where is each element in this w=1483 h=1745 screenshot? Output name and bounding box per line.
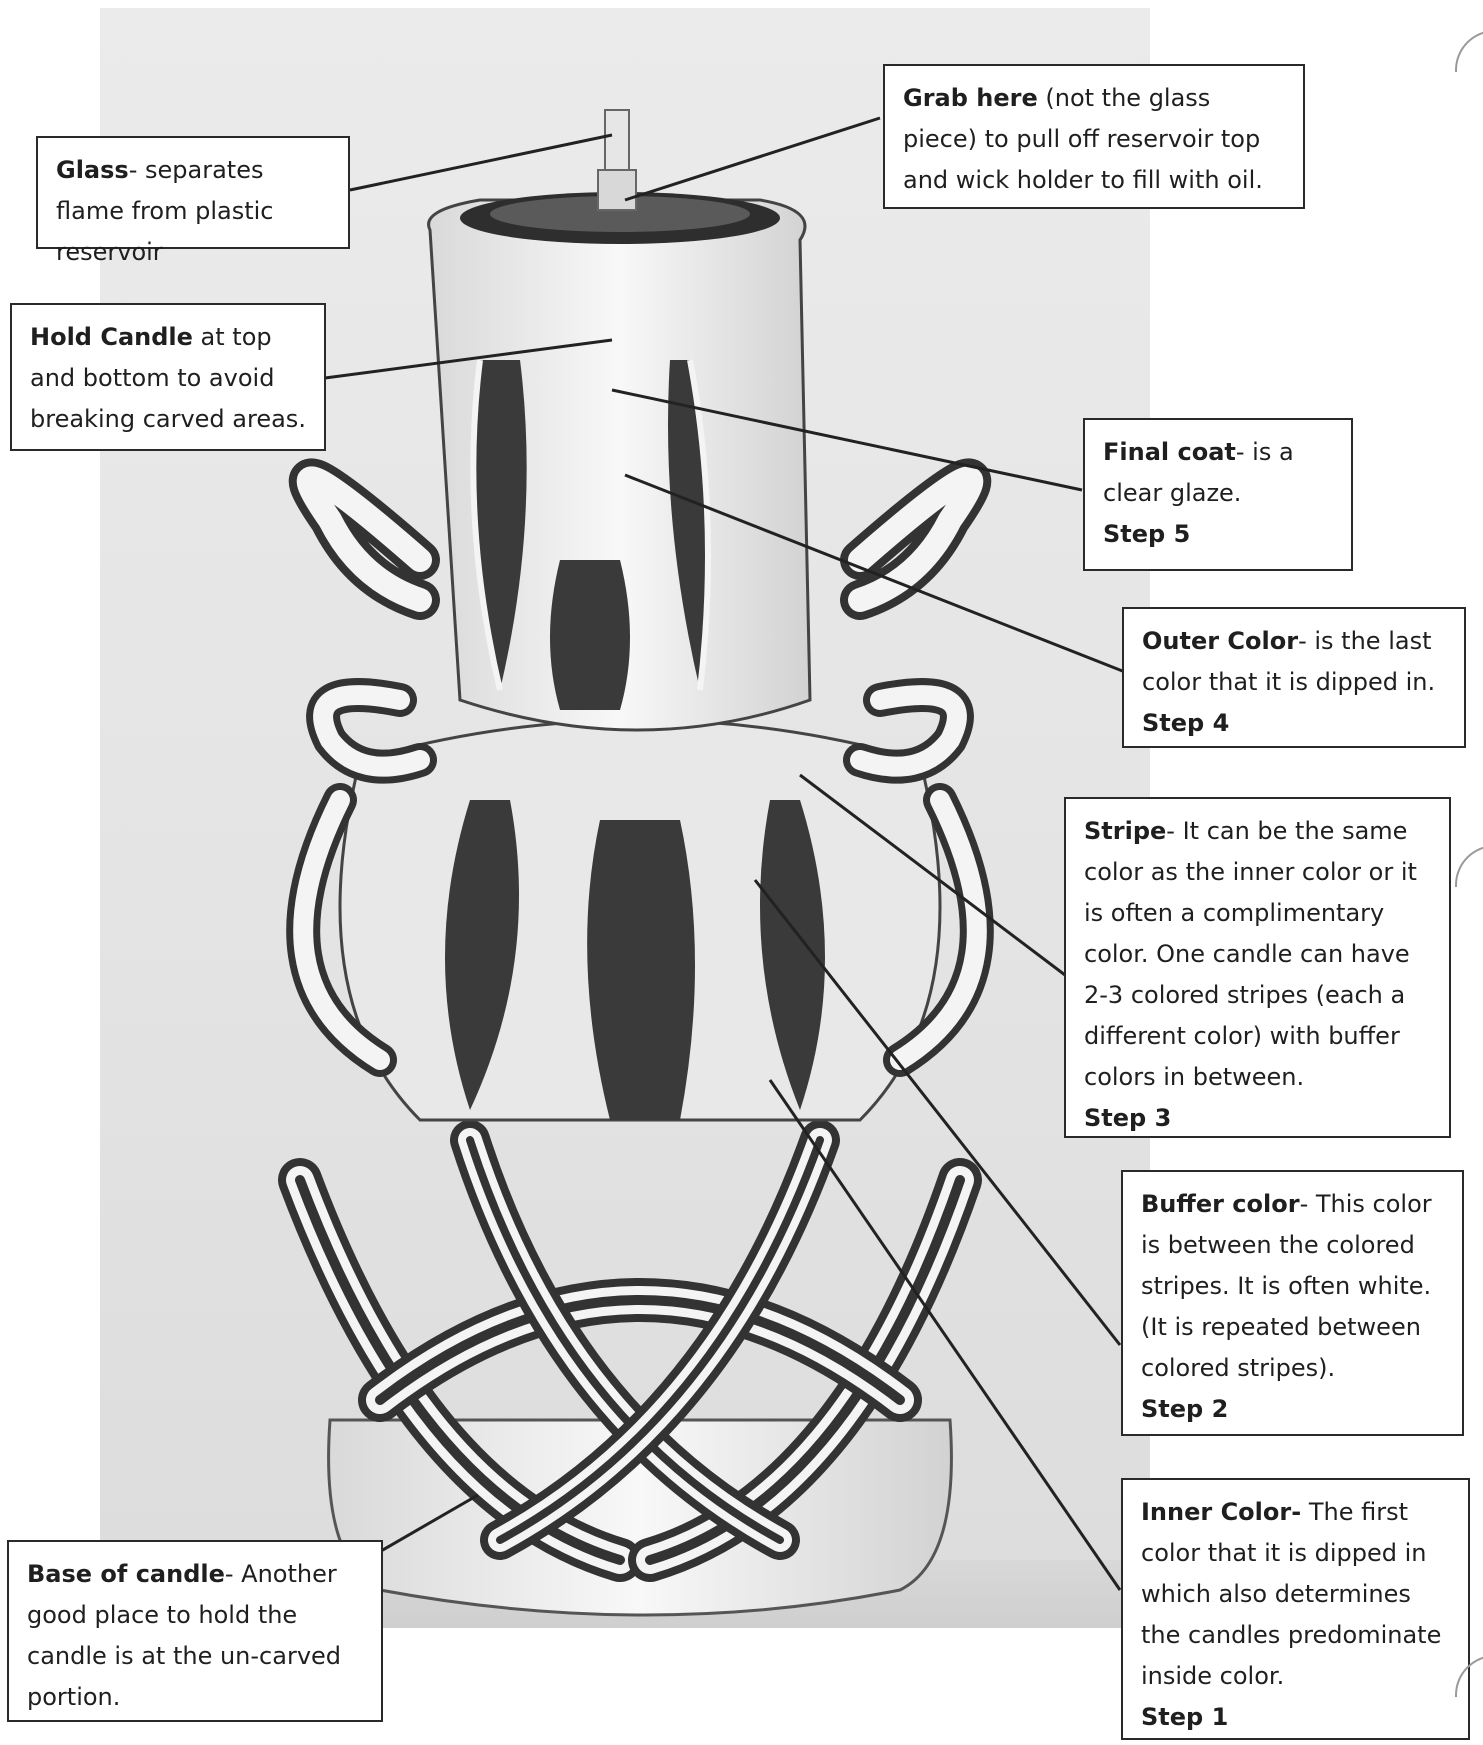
callout-grab-here: Grab here (not the glass piece) to pull … <box>883 64 1305 209</box>
callout-inner-title: Inner Color- <box>1141 1498 1301 1526</box>
callout-final-title: Final coat <box>1103 438 1236 466</box>
callout-stripe-title: Stripe <box>1084 817 1166 845</box>
callout-final-step: Step 5 <box>1103 514 1333 555</box>
callout-final-coat: Final coat- is a clear glaze. Step 5 <box>1083 418 1353 571</box>
callout-glass-title: Glass <box>56 156 129 184</box>
oil-reservoir-top <box>460 110 780 244</box>
callout-base-of-candle: Base of candle- Another good place to ho… <box>7 1540 383 1722</box>
callout-buffer-step: Step 2 <box>1141 1389 1444 1430</box>
callout-stripe: Stripe- It can be the same color as the … <box>1064 797 1451 1138</box>
callout-stripe-step: Step 3 <box>1084 1098 1431 1139</box>
callout-base-title: Base of candle <box>27 1560 225 1588</box>
callout-outer-step: Step 4 <box>1142 703 1446 744</box>
callout-glass: Glass- separates flame from plastic rese… <box>36 136 350 249</box>
callout-inner-color: Inner Color- The first color that it is … <box>1121 1478 1470 1740</box>
callout-outer-title: Outer Color <box>1142 627 1298 655</box>
callout-outer-color: Outer Color- is the last color that it i… <box>1122 607 1466 748</box>
callout-buffer-title: Buffer color <box>1141 1190 1300 1218</box>
upper-candle-column <box>429 200 810 730</box>
callout-stripe-text: - It can be the same color as the inner … <box>1084 817 1417 1091</box>
callout-grab-title: Grab here <box>903 84 1038 112</box>
callout-hold-title: Hold Candle <box>30 323 193 351</box>
callout-inner-step: Step 1 <box>1141 1697 1450 1738</box>
callout-hold-candle: Hold Candle at top and bottom to avoid b… <box>10 303 326 451</box>
callout-inner-text: The first color that it is dipped in whi… <box>1141 1498 1441 1690</box>
callout-buffer-text: - This color is between the colored stri… <box>1141 1190 1432 1382</box>
middle-carved-section <box>340 720 940 1120</box>
callout-buffer-color: Buffer color- This color is between the … <box>1121 1170 1464 1436</box>
